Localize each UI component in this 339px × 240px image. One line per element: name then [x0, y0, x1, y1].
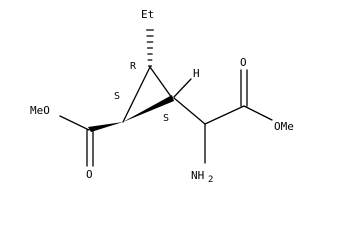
methoxy-right-label: OMe [274, 120, 294, 133]
bold-wedge-ring-bond [123, 95, 174, 122]
stereo-label-r: R [130, 61, 137, 72]
ethyl-label: Et [141, 8, 154, 21]
methoxy-left-label: MeO [30, 104, 50, 117]
carbonyl-oxygen-left-label: O [86, 168, 93, 181]
stereo-label-s-right: S [163, 113, 169, 124]
amine-label: NH [191, 169, 204, 182]
amine-subscript: 2 [208, 175, 213, 185]
structure-canvas: Et R S S H MeO O NH 2 O OMe [30, 8, 294, 185]
bond-c-ome-right [243, 105, 273, 121]
molecule-diagram: Et R S S H MeO O NH 2 O OMe [30, 8, 294, 185]
cyclopropane-ring [122, 66, 173, 123]
bond-alpha-carbonyl [204, 105, 245, 125]
hashed-wedge-ethyl [146, 29, 154, 67]
ch-bond [173, 78, 192, 98]
stereo-label-s-left: S [114, 91, 120, 102]
bond-c-ome-left [59, 115, 90, 131]
bold-wedge-ester-left [88, 122, 123, 132]
bond-ring-alpha [173, 97, 206, 125]
carbonyl-oxygen-right-label: O [240, 56, 247, 69]
hydrogen-label: H [193, 67, 200, 80]
